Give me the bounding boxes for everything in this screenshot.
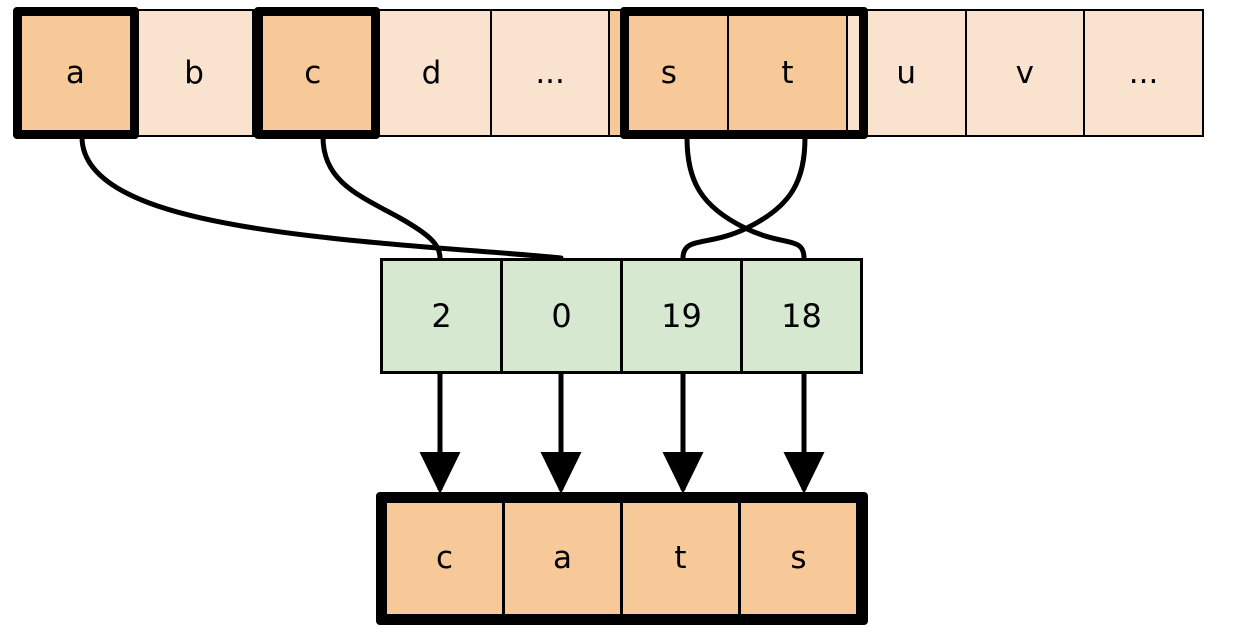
alphabet-cell-d[interactable]: d — [371, 9, 492, 137]
alphabet-cell-v[interactable]: v — [964, 9, 1086, 137]
index-cell-2[interactable]: 19 — [620, 258, 743, 374]
alphabet-cell-label: ... — [535, 54, 565, 91]
alphabet-row: a b c d ... s t u v ... — [15, 9, 1204, 137]
index-cell-label: 2 — [431, 297, 452, 335]
index-cell-label: 0 — [551, 297, 572, 335]
alphabet-cell-c[interactable]: c — [252, 9, 374, 137]
alphabet-cell-b[interactable]: b — [133, 9, 255, 137]
curve-s-to-18 — [684, 134, 807, 261]
curve-c-to-2 — [320, 134, 443, 261]
alphabet-cell-t[interactable]: t — [727, 9, 848, 137]
output-cell-1[interactable]: a — [502, 500, 623, 617]
curve-t-to-19 — [680, 134, 808, 261]
alphabet-cell-label: a — [65, 54, 85, 91]
output-cell-label: a — [553, 540, 572, 576]
index-cell-label: 18 — [781, 297, 822, 335]
alphabet-cell-ellipsis-1[interactable]: ... — [489, 9, 611, 137]
alphabet-cell-u[interactable]: u — [845, 9, 967, 137]
alphabet-cell-label: d — [421, 54, 442, 91]
alphabet-cell-s[interactable]: s — [608, 9, 730, 137]
alphabet-cell-label: u — [896, 54, 916, 91]
index-cell-3[interactable]: 18 — [740, 258, 863, 374]
output-cell-2[interactable]: t — [620, 500, 741, 617]
alphabet-cell-label: c — [304, 54, 322, 91]
output-cell-0[interactable]: c — [384, 500, 505, 617]
alphabet-cell-label: v — [1015, 54, 1035, 91]
output-cell-label: t — [674, 540, 687, 576]
index-cell-label: 19 — [661, 297, 702, 335]
index-cell-1[interactable]: 0 — [500, 258, 623, 374]
output-cell-label: c — [435, 540, 454, 576]
alphabet-cell-ellipsis-2[interactable]: ... — [1083, 9, 1204, 137]
alphabet-cell-label: s — [660, 54, 677, 91]
output-row: c a t s — [384, 500, 859, 617]
alphabet-cell-label: t — [781, 54, 794, 91]
alphabet-cell-label: b — [184, 54, 204, 91]
curve-a-to-0 — [79, 134, 564, 261]
index-row: 2 0 19 18 — [380, 258, 863, 374]
alphabet-cell-a[interactable]: a — [15, 9, 136, 137]
output-cell-3[interactable]: s — [738, 500, 859, 617]
output-cell-label: s — [790, 540, 807, 576]
alphabet-cell-label: ... — [1128, 54, 1159, 91]
index-cell-0[interactable]: 2 — [380, 258, 503, 374]
